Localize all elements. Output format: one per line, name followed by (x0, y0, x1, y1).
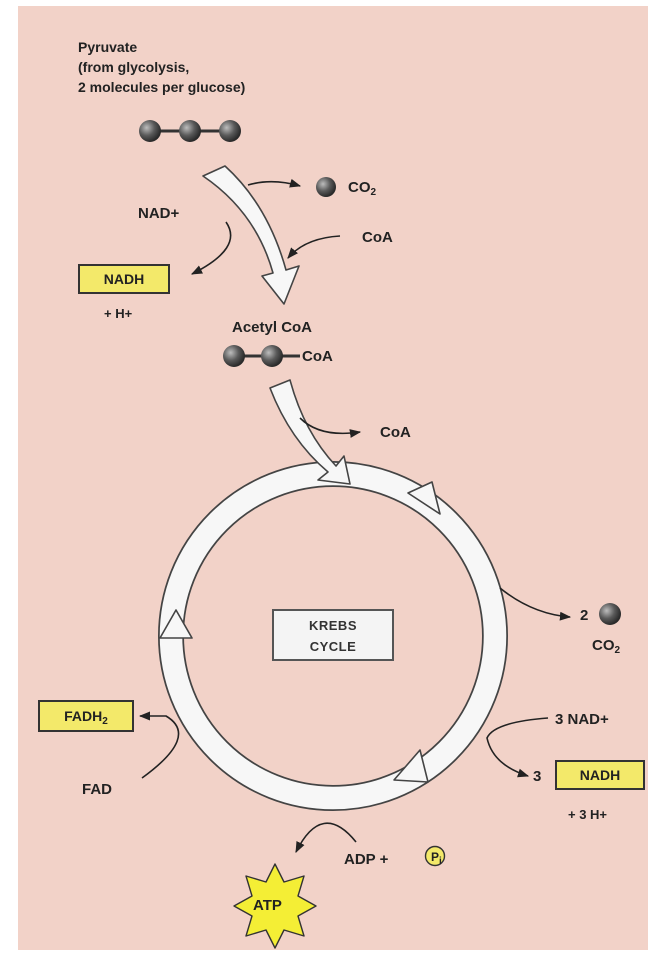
nadh-box: NADH (78, 264, 170, 294)
fad-label: FAD (82, 780, 112, 799)
atp-label: ATP (253, 896, 282, 915)
pyruvate-molecule (139, 120, 241, 142)
pyruvate-to-acetyl-arrow (203, 166, 299, 304)
co2-count-label: 2 (580, 606, 588, 625)
pyruvate-label: Pyruvate (78, 38, 137, 57)
pyruvate-count-label: 2 molecules per glucose) (78, 78, 245, 97)
nad-to-nadh-arrow (192, 222, 231, 274)
pyruvate-source-label: (from glycolysis, (78, 58, 189, 77)
co2-label: CO2 (348, 178, 376, 202)
acetyl-coa-label: Acetyl CoA (232, 318, 312, 337)
nad-cycle-label: 3 NAD+ (555, 710, 609, 729)
adp-label: ADP + (344, 850, 388, 869)
h-plus-label: + H+ (104, 304, 132, 323)
fad-to-fadh2-arrow (140, 716, 179, 778)
coa-in-label: CoA (362, 228, 393, 247)
pi-label: Pi (431, 848, 442, 871)
coa-in-arrow (288, 236, 340, 258)
co2-molecule (316, 177, 336, 197)
nadh-cycle-box: NADH (555, 760, 645, 790)
acetyl-coa-molecule (223, 345, 300, 367)
nad-label: NAD+ (138, 204, 179, 223)
krebs-label-line1: KREBS (274, 615, 392, 636)
co2-cycle-release-arrow (500, 588, 570, 617)
krebs-label-line2: CYCLE (274, 636, 392, 657)
krebs-cycle-label: KREBS CYCLE (272, 609, 394, 661)
h-plus-cycle-label: + 3 H+ (568, 805, 607, 824)
adp-to-atp-arrow (296, 823, 356, 852)
co2-cycle-label: CO2 (592, 636, 620, 660)
coa-out-label: CoA (380, 423, 411, 442)
nadh-count-label: 3 (533, 767, 541, 786)
fadh2-box: FADH2 (38, 700, 134, 732)
co2-cycle-molecule (599, 603, 621, 625)
co2-release-arrow (248, 182, 300, 186)
acetyl-coa-group-label: CoA (302, 347, 333, 366)
